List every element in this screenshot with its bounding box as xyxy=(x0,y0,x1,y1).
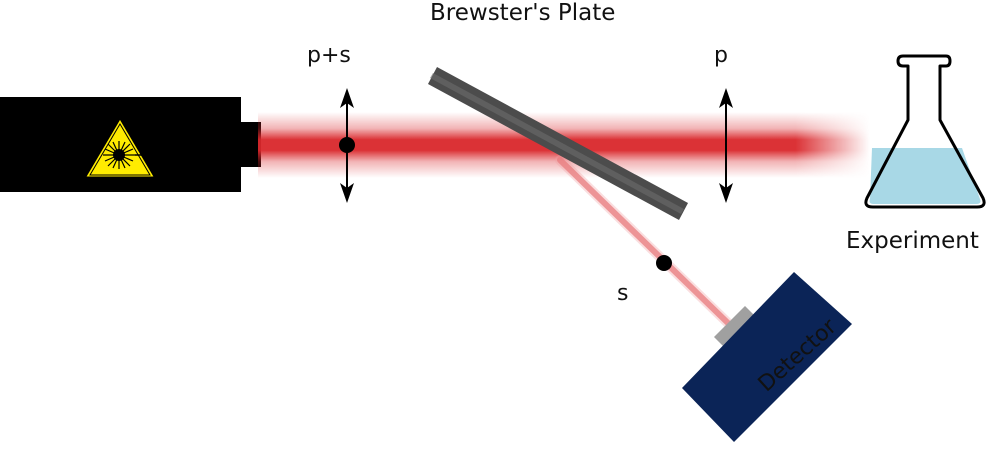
reflected-beam xyxy=(555,155,735,330)
erlenmeyer-flask-icon xyxy=(864,54,986,209)
transmitted-polarization-label: p xyxy=(714,43,728,68)
plate-title: Brewster's Plate xyxy=(430,0,616,26)
brewster-plate xyxy=(428,67,688,220)
reflected-polarization-label: s xyxy=(617,281,629,306)
incident-polarization-label: p+s xyxy=(307,43,351,68)
transmitted-polarization-arrow xyxy=(719,88,733,203)
incident-polarization-arrow xyxy=(339,88,355,203)
reflected-polarization-dot xyxy=(656,255,672,271)
laser xyxy=(0,97,261,192)
experiment-label: Experiment xyxy=(846,228,979,254)
laser-warning-icon xyxy=(82,115,158,180)
detector xyxy=(682,272,852,442)
